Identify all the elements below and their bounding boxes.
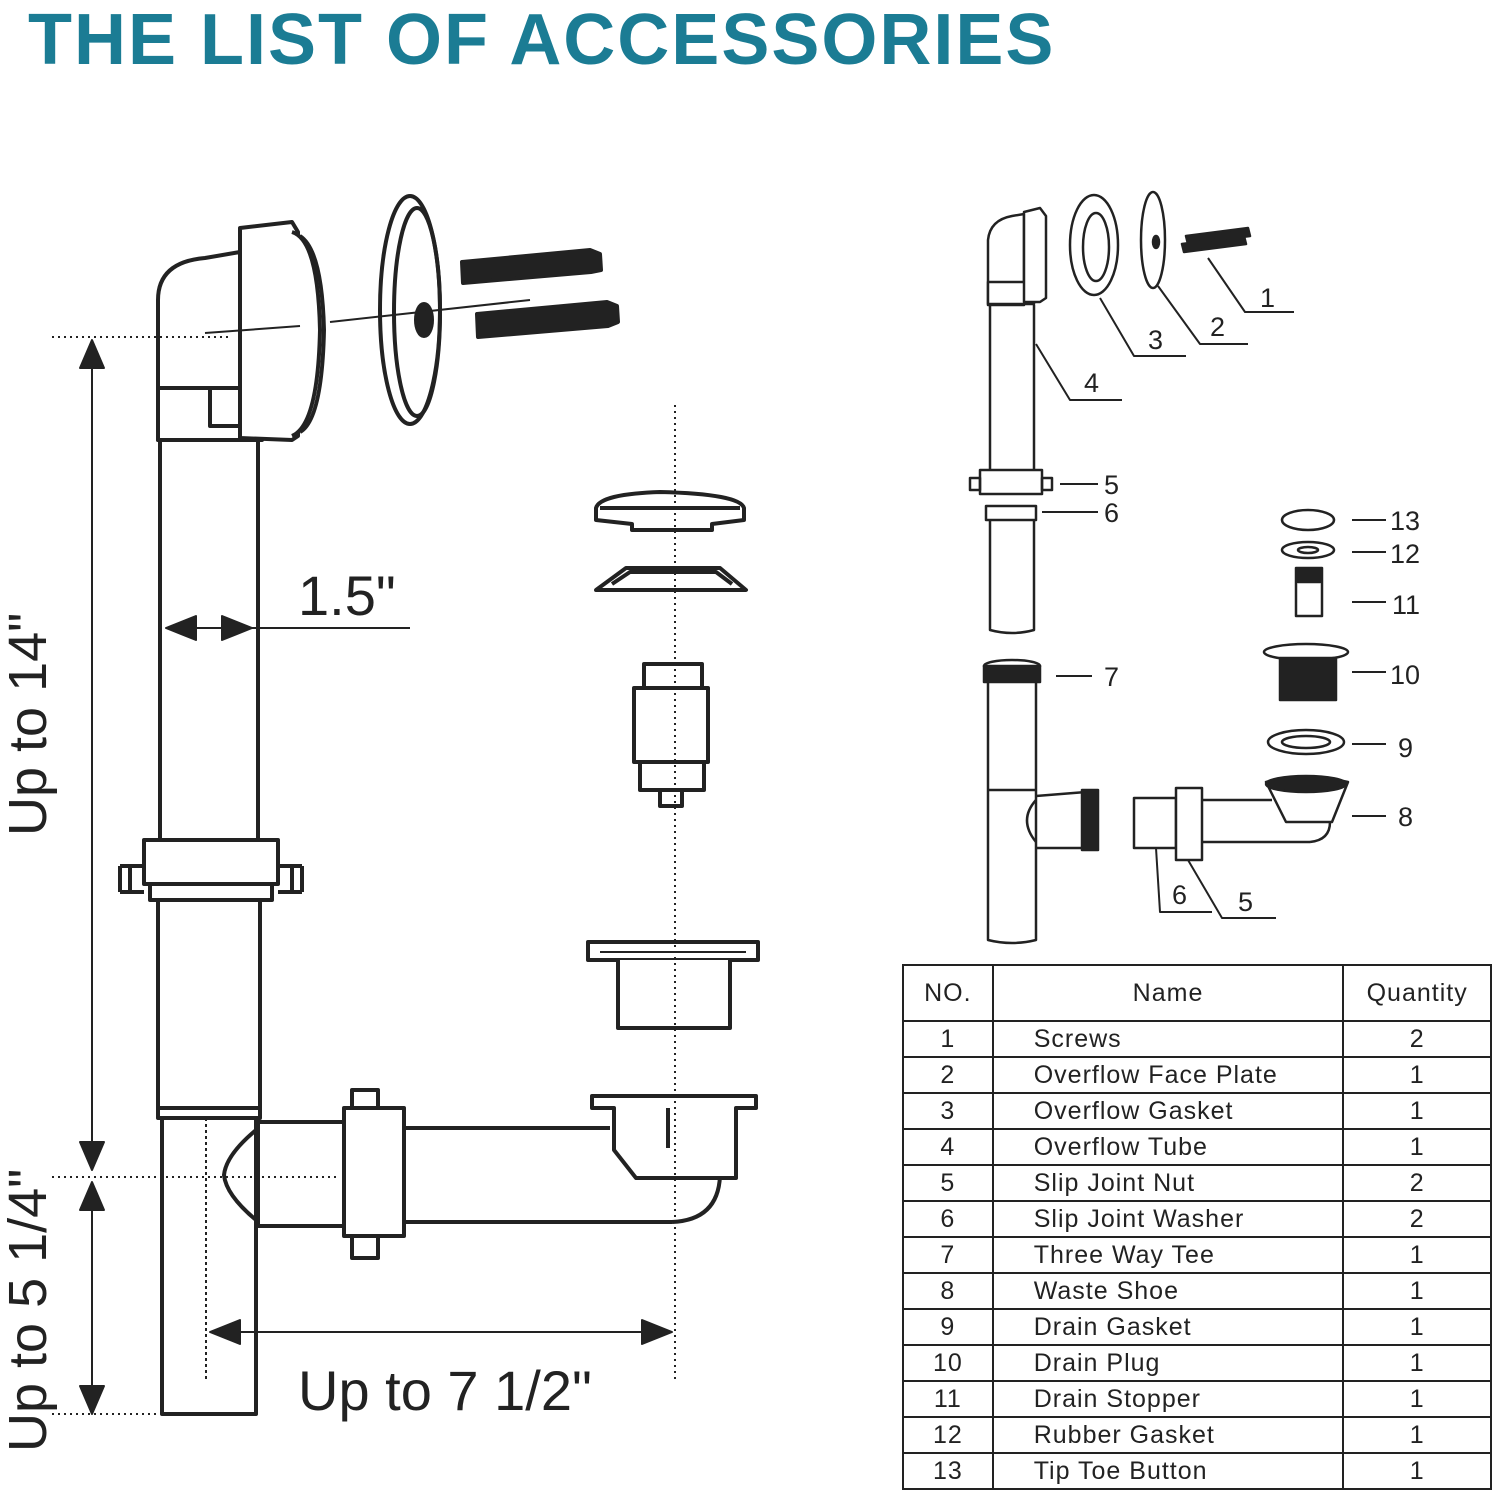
dimension-lines <box>52 336 673 1415</box>
callout-label: 6 <box>1104 498 1119 528</box>
cell-name: Screws <box>991 1020 1345 1058</box>
callout-numbers: 1 2 3 4 5 6 13 12 11 7 10 9 8 6 5 <box>1084 283 1420 917</box>
three-way-tee <box>156 1106 262 1416</box>
column-header-no: NO. <box>902 964 994 1022</box>
cell-name: Overflow Tube <box>991 1128 1345 1166</box>
cell-no: 8 <box>902 1272 994 1310</box>
cell-no: 12 <box>902 1416 994 1454</box>
dimension-label-tee-height: Up to 5 1/4" <box>0 1169 58 1452</box>
cell-quantity: 1 <box>1342 1092 1492 1130</box>
cell-quantity: 2 <box>1342 1164 1492 1202</box>
callout-label: 9 <box>1398 733 1413 763</box>
cell-quantity: 1 <box>1342 1380 1492 1418</box>
cell-no: 6 <box>902 1200 994 1238</box>
cell-name: Drain Gasket <box>991 1308 1345 1346</box>
callout-label: 2 <box>1210 312 1225 342</box>
overflow-tube <box>118 440 304 1110</box>
cell-quantity: 1 <box>1342 1272 1492 1310</box>
page-title: THE LIST OF ACCESSORIES <box>28 0 1056 80</box>
cell-no: 9 <box>902 1308 994 1346</box>
cell-quantity: 1 <box>1342 1056 1492 1094</box>
callout-label: 13 <box>1390 506 1420 536</box>
callout-label: 5 <box>1238 887 1253 917</box>
dimension-label-overflow-height: Up to 14" <box>0 613 58 836</box>
cell-name: Slip Joint Nut <box>991 1164 1345 1202</box>
drain-plug <box>586 940 760 1030</box>
dimension-label-diameter: 1.5" <box>298 564 396 627</box>
tip-toe-button <box>594 490 746 532</box>
callout-label: 1 <box>1260 283 1275 313</box>
cell-no: 10 <box>902 1344 994 1382</box>
cell-quantity: 1 <box>1342 1416 1492 1454</box>
cell-quantity: 2 <box>1342 1020 1492 1058</box>
rubber-gasket <box>594 566 748 592</box>
column-header-name: Name <box>991 964 1345 1022</box>
small-drain-parts <box>1262 508 1350 756</box>
screw-icon-group <box>460 248 620 339</box>
callout-label: 5 <box>1104 470 1119 500</box>
cell-quantity: 1 <box>1342 1308 1492 1346</box>
small-tee-assembly <box>982 658 1350 945</box>
cell-name: Tip Toe Button <box>991 1452 1345 1490</box>
callout-label: 12 <box>1390 539 1420 569</box>
callout-label: 8 <box>1398 802 1413 832</box>
callout-label: 3 <box>1148 325 1163 355</box>
callout-leaders <box>1035 257 1386 919</box>
cell-name: Drain Plug <box>991 1344 1345 1382</box>
cell-quantity: 1 <box>1342 1128 1492 1166</box>
callout-label: 7 <box>1104 662 1119 692</box>
cell-name: Three Way Tee <box>991 1236 1345 1274</box>
cell-no: 1 <box>902 1020 994 1058</box>
callout-label: 6 <box>1172 880 1187 910</box>
cell-name: Waste Shoe <box>991 1272 1345 1310</box>
dimension-label-horizontal-reach: Up to 7 1/2" <box>298 1359 592 1422</box>
callout-label: 11 <box>1392 590 1420 620</box>
cell-name: Drain Stopper <box>991 1380 1345 1418</box>
cell-name: Rubber Gasket <box>991 1416 1345 1454</box>
cell-no: 13 <box>902 1452 994 1490</box>
cell-no: 4 <box>902 1128 994 1166</box>
overflow-elbow <box>156 220 326 442</box>
cell-name: Slip Joint Washer <box>991 1200 1345 1238</box>
small-overflow-assembly <box>968 190 1252 635</box>
callout-label: 4 <box>1084 368 1099 398</box>
cell-no: 2 <box>902 1056 994 1094</box>
cell-quantity: 2 <box>1342 1200 1492 1238</box>
table-header-row: NO. Name Quantity <box>902 964 1492 1022</box>
cell-name: Overflow Face Plate <box>991 1056 1345 1094</box>
cell-name: Overflow Gasket <box>991 1092 1345 1130</box>
cell-no: 7 <box>902 1236 994 1274</box>
cell-no: 11 <box>902 1380 994 1418</box>
cell-quantity: 1 <box>1342 1236 1492 1274</box>
drain-stopper <box>632 662 710 808</box>
cell-no: 5 <box>902 1164 994 1202</box>
cell-quantity: 1 <box>1342 1452 1492 1490</box>
column-header-quantity: Quantity <box>1342 964 1492 1022</box>
cell-no: 3 <box>902 1092 994 1130</box>
cell-quantity: 1 <box>1342 1344 1492 1382</box>
callout-label: 10 <box>1390 660 1420 690</box>
